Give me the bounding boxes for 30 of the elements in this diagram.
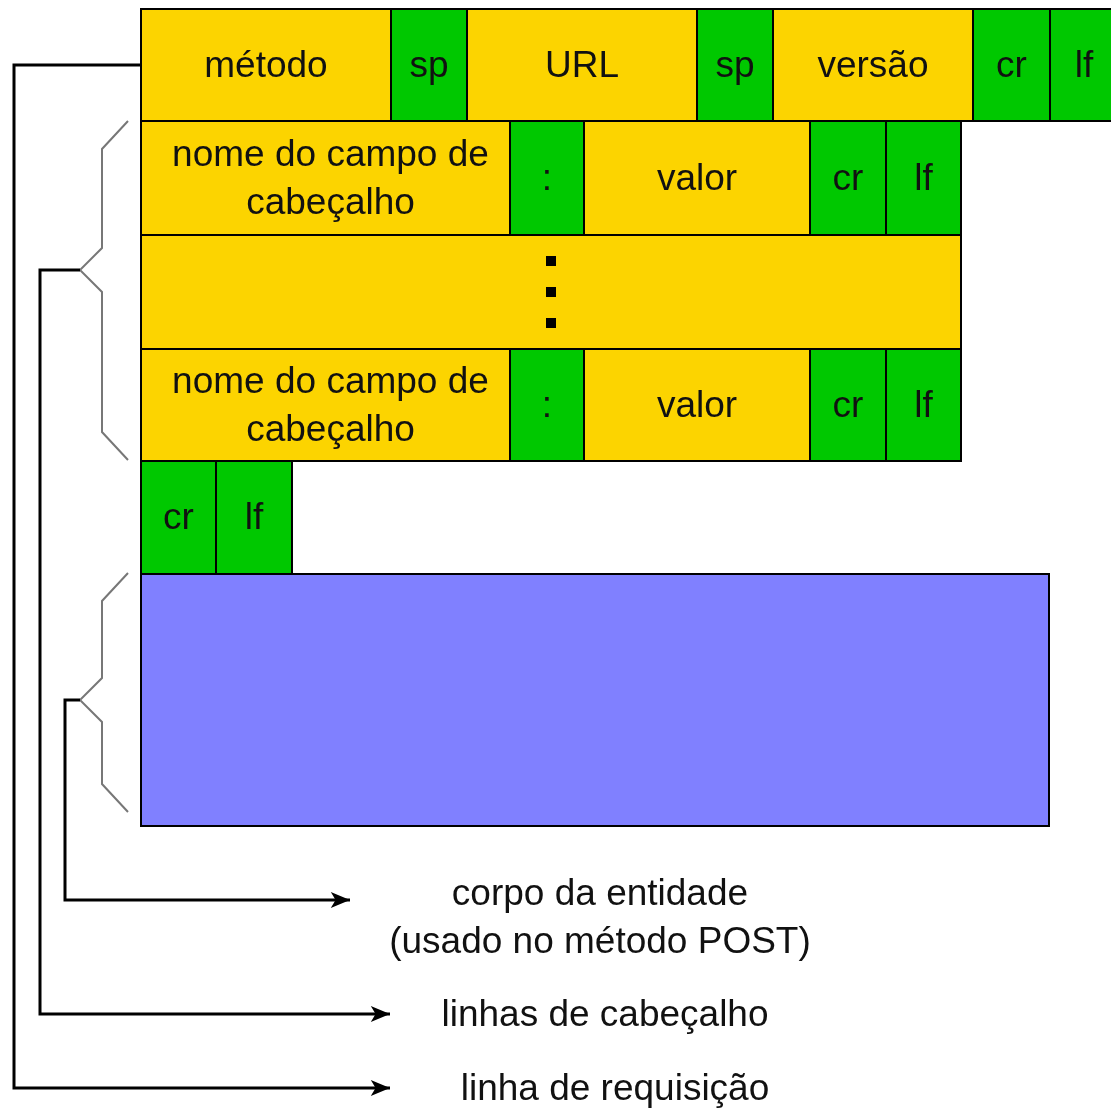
ellipsis-row <box>140 234 962 350</box>
separator-field: sp <box>390 8 468 122</box>
header-value-field: valor <box>583 348 811 462</box>
curly-brace <box>78 120 129 461</box>
line-feed-field: lf <box>215 460 293 575</box>
colon-field: : <box>509 348 585 462</box>
leader-arrow <box>12 63 390 1096</box>
leader-arrow <box>63 698 350 908</box>
entity-body-area <box>140 573 1050 827</box>
carriage-return-field: cr <box>809 348 887 462</box>
version-field: versão <box>772 8 974 122</box>
header-name-field: nome do campo de cabeçalho <box>140 120 511 236</box>
line-feed-field: lf <box>885 348 962 462</box>
line-feed-field: lf <box>885 120 962 236</box>
separator-field: sp <box>696 8 774 122</box>
callout-text: (usado no método POST) <box>389 919 811 963</box>
carriage-return-field: cr <box>972 8 1051 122</box>
carriage-return-field: cr <box>140 460 217 575</box>
line-feed-field: lf <box>1049 8 1111 122</box>
header-value-field: valor <box>583 120 811 236</box>
carriage-return-field: cr <box>809 120 887 236</box>
callout-label: linhas de cabeçalho <box>390 990 820 1038</box>
colon-field: : <box>509 120 585 236</box>
method-field: método <box>140 8 392 122</box>
header-name-field: nome do campo de cabeçalho <box>140 348 511 462</box>
callout-label: linha de requisição <box>390 1064 840 1109</box>
url-field: URL <box>466 8 698 122</box>
callout-text: corpo da entidade <box>451 870 749 915</box>
curly-brace <box>78 572 129 813</box>
leader-arrow <box>38 268 390 1022</box>
